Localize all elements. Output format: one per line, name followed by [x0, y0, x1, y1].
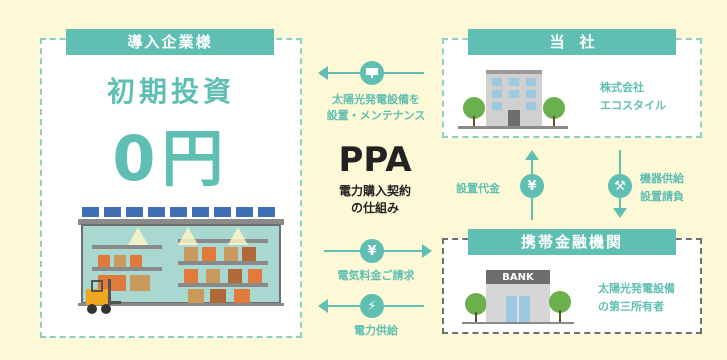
- warehouse-illustration: [78, 207, 284, 314]
- lightning-icon: ⚡: [360, 294, 384, 318]
- supply-label-line2: 設置請負: [640, 190, 684, 203]
- install-label-line1: 太陽光発電設備を: [332, 93, 420, 106]
- yen-icon: ¥: [360, 239, 384, 263]
- bank-sign: BANK: [502, 272, 534, 283]
- ppa-subtitle-line2: の仕組み: [350, 201, 399, 215]
- bank-building-icon: [462, 270, 574, 324]
- yen-payment-icon: ¥: [520, 174, 544, 198]
- owner-line2: の第三所有者: [598, 300, 664, 313]
- zero-yen-text: 0円: [112, 122, 230, 195]
- payment-label: 設置代金: [456, 182, 500, 195]
- ppa-title: PPA: [338, 140, 412, 180]
- power-label: 電力供給: [354, 324, 398, 337]
- tools-icon: ⚒: [608, 174, 632, 198]
- company-name-line2: エコスタイル: [600, 99, 666, 112]
- payment-arrowhead-icon: [525, 150, 539, 160]
- ppa-subtitle-line1: 電力購入契約: [338, 184, 411, 198]
- forklift-icon: [86, 279, 121, 314]
- financial-institution-tag: 携帯金融機関: [468, 229, 676, 255]
- billing-arrowhead-icon: [422, 244, 432, 258]
- install-arrowhead-icon: [318, 66, 328, 80]
- supply-label-line1: 機器供給: [640, 172, 684, 185]
- client-tag: 導入企業様: [66, 29, 274, 55]
- billing-label: 電気料金ご請求: [337, 269, 415, 282]
- owner-line1: 太陽光発電設備: [598, 282, 675, 295]
- install-label-line2: 設置・メンテナンス: [326, 109, 426, 122]
- office-building-icon: [458, 70, 568, 129]
- company-name-line1: 株式会社: [600, 81, 644, 94]
- solar-panels-icon: [82, 207, 275, 217]
- company-tag: 当 社: [468, 29, 676, 55]
- supply-arrowhead-icon: [613, 208, 627, 218]
- power-arrowhead-icon: [318, 299, 328, 313]
- initial-investment-heading: 初期投資: [106, 75, 235, 108]
- solar-panel-icon: [360, 61, 384, 85]
